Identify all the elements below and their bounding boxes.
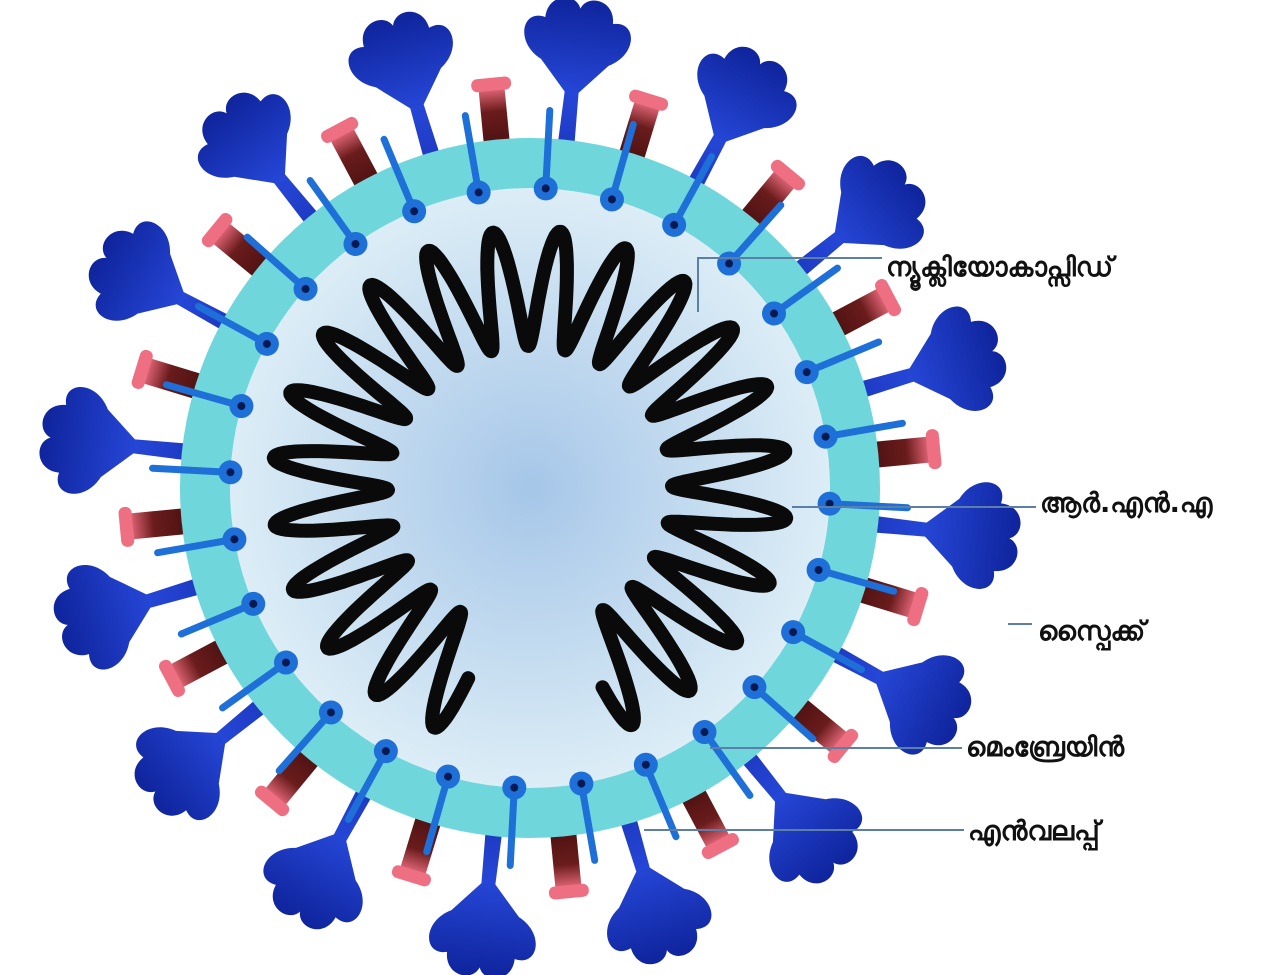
rna-label: ആർ.എൻ.എ — [1040, 488, 1213, 519]
spike-protein — [771, 155, 926, 295]
spike-protein — [348, 11, 453, 186]
membrane-protein — [243, 233, 318, 301]
membrane-protein — [219, 650, 298, 712]
spike-protein — [429, 803, 536, 975]
membrane-protein — [344, 739, 398, 824]
membrane-protein — [599, 120, 637, 212]
membrane-protein — [162, 381, 254, 419]
spike-protein — [39, 387, 215, 494]
membrane-protein — [423, 764, 461, 856]
membrane-protein — [692, 720, 754, 799]
membrane-protein — [813, 419, 906, 449]
leader-lines — [644, 257, 1036, 831]
spike-protein — [832, 306, 1007, 411]
rna-strand — [266, 224, 794, 735]
membrane-protein — [633, 752, 680, 841]
nucleocapsid-label: ന്യൂക്ലിയോകാപ്സിഡ് — [886, 252, 1117, 292]
nucleocapsid-leader-line — [697, 257, 882, 312]
spike-protein — [524, 0, 631, 173]
membrane-protein — [742, 675, 817, 743]
membrane-protein — [461, 112, 491, 205]
membrane-label: മെംബ്രേയിൻ — [966, 732, 1125, 763]
membrane-protein-layer — [149, 107, 911, 869]
spike-label: സ്പൈക്ക് — [1038, 616, 1149, 651]
spike-protein — [134, 681, 289, 821]
membrane-protein — [194, 302, 279, 356]
membrane-protein — [781, 620, 866, 674]
membrane-protein — [380, 135, 427, 224]
membrane-protein — [306, 177, 368, 256]
membrane-protein — [806, 557, 898, 595]
spike-protein — [53, 565, 228, 670]
spike-protein — [723, 729, 863, 884]
membrane-protein — [762, 264, 841, 326]
membrane-protein — [502, 775, 527, 869]
membrane-protein — [569, 771, 599, 864]
virus-interior — [230, 188, 830, 788]
membrane-protein — [533, 107, 558, 201]
envelope-label: എൻവലപ്പ് — [968, 816, 1103, 851]
spike-protein — [197, 92, 337, 247]
membrane-protein — [794, 338, 883, 385]
membrane-protein — [662, 152, 716, 237]
membrane-protein — [149, 460, 243, 485]
membrane-protein — [177, 591, 266, 638]
membrane-protein — [154, 527, 247, 557]
spike-protein — [607, 790, 712, 965]
membrane-protein — [275, 700, 343, 775]
spike-protein — [845, 482, 1021, 589]
